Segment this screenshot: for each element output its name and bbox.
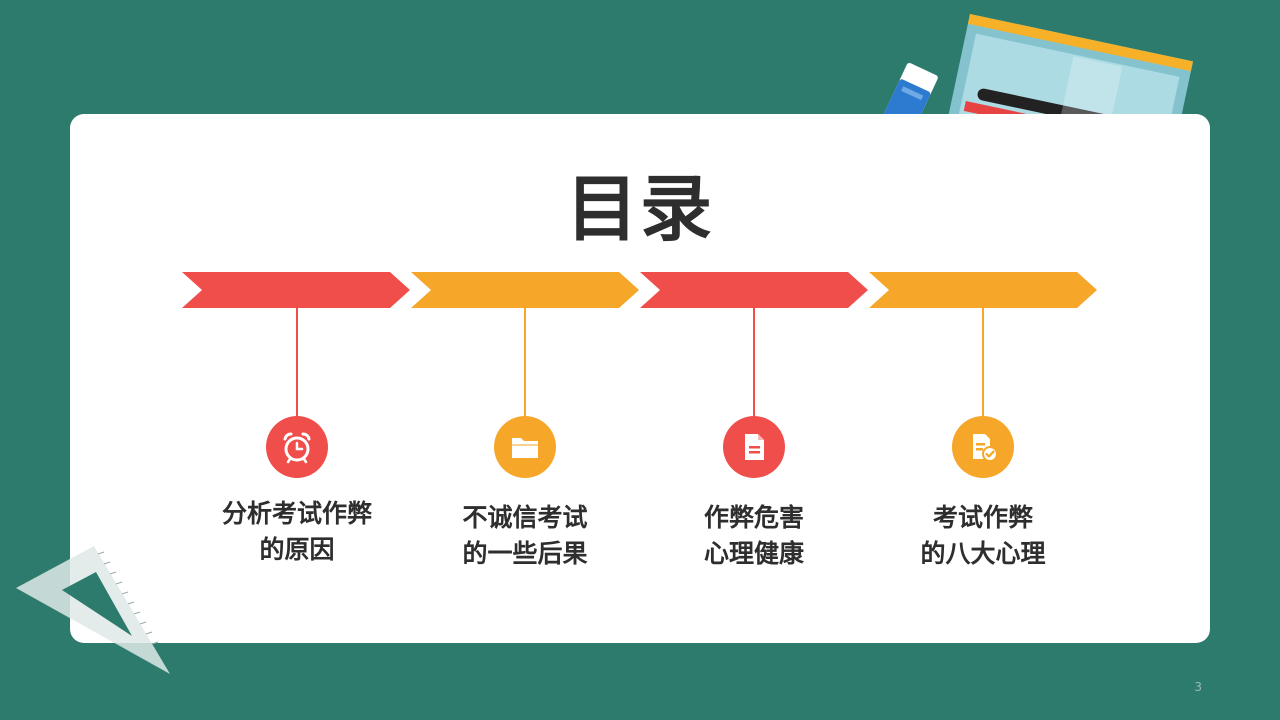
timeline-node-4 bbox=[952, 416, 1014, 478]
item-3-line-1: 作弊危害 bbox=[703, 503, 804, 532]
timeline-item-4-label: 考试作弊 的八大心理 bbox=[873, 500, 1093, 572]
timeline-item-1-label: 分析考试作弊 的原因 bbox=[187, 496, 407, 568]
timeline-arrow-1 bbox=[182, 272, 410, 308]
alarm-clock-icon bbox=[283, 432, 311, 464]
item-2-line-2: 的一些后果 bbox=[462, 539, 588, 568]
timeline-item-3-label: 作弊危害 心理健康 bbox=[644, 500, 864, 572]
timeline-stem-3 bbox=[753, 308, 755, 418]
timeline-arrow-3 bbox=[640, 272, 868, 308]
item-2-line-1: 不诚信考试 bbox=[462, 503, 588, 532]
timeline-item-2-label: 不诚信考试 的一些后果 bbox=[415, 500, 635, 572]
timeline-stem-1 bbox=[296, 308, 298, 418]
page-number: 3 bbox=[1194, 680, 1202, 694]
timeline-stem-4 bbox=[982, 308, 984, 418]
item-4-line-2: 的八大心理 bbox=[920, 539, 1046, 568]
document-icon bbox=[745, 434, 764, 460]
document-check-icon bbox=[973, 434, 998, 462]
timeline-node-1 bbox=[266, 416, 328, 478]
item-1-line-1: 分析考试作弊 bbox=[221, 499, 372, 528]
timeline-node-3 bbox=[723, 416, 785, 478]
timeline-arrow-2 bbox=[411, 272, 639, 308]
timeline-arrow-4 bbox=[869, 272, 1097, 308]
item-4-line-1: 考试作弊 bbox=[932, 503, 1033, 532]
timeline-node-2 bbox=[494, 416, 556, 478]
item-3-line-2: 心理健康 bbox=[703, 539, 804, 568]
item-1-line-2: 的原因 bbox=[259, 535, 335, 564]
slide-title: 目录 bbox=[565, 167, 714, 251]
folder-icon bbox=[512, 438, 538, 458]
content-card bbox=[70, 114, 1210, 643]
ruler-triangle-decoration bbox=[16, 546, 170, 674]
timeline-stem-2 bbox=[524, 308, 526, 418]
